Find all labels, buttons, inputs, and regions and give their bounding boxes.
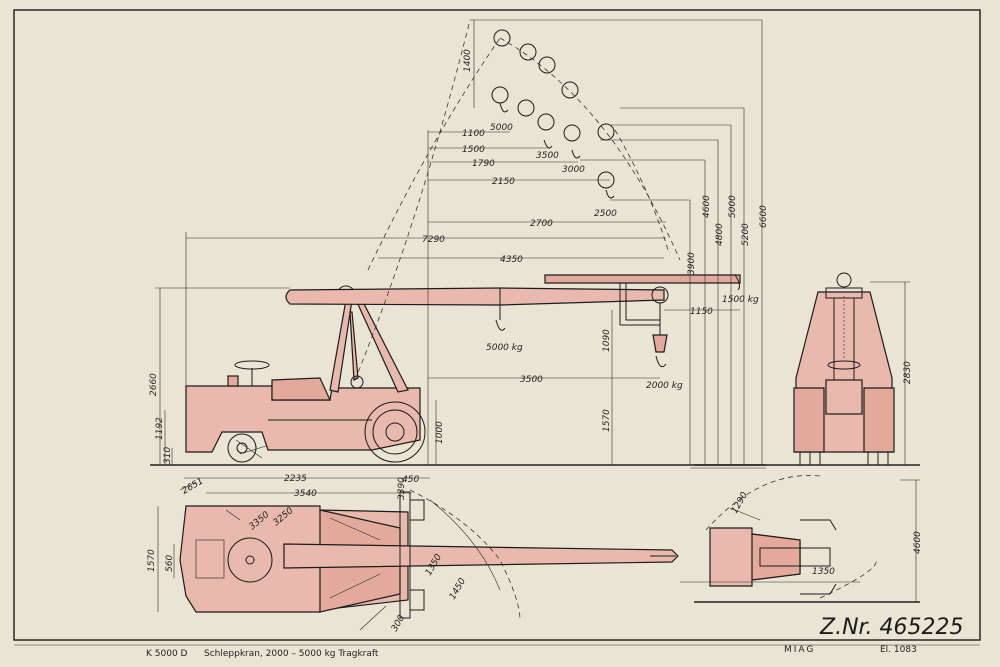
dim-1100: 1100 — [462, 129, 485, 139]
turning-view: 4600 1290 1350 — [680, 475, 923, 603]
dim-4350: 4350 — [500, 255, 523, 265]
dim-3390: 3390 — [397, 477, 407, 500]
hook-cap-3500: 3500 — [536, 151, 559, 161]
dim-4600-turn: 4600 — [913, 531, 923, 554]
dim-4800: 4800 — [715, 223, 725, 246]
drawing-border — [13, 9, 981, 641]
drawing-number: Z.Nr. 465225 — [819, 615, 964, 640]
dim-1350-turn: 1350 — [812, 567, 835, 577]
side-view: 7290 4350 3500 2700 2150 1790 1500 1100 … — [149, 19, 769, 469]
maker-name: MIAG — [784, 645, 815, 655]
dim-450: 450 — [402, 475, 419, 485]
dim-2235: 2235 — [284, 474, 307, 484]
load-5000kg: 5000 kg — [486, 343, 523, 353]
dim-5000: 5000 — [728, 195, 738, 218]
dim-1090: 1090 — [602, 329, 612, 352]
dim-7290: 7290 — [422, 235, 445, 245]
dim-1790: 1790 — [472, 159, 495, 169]
dim-2660: 2660 — [149, 373, 159, 396]
dim-3500: 3500 — [520, 375, 543, 385]
hook-cap-2500: 2500 — [594, 209, 617, 219]
model-code: K 5000 D — [146, 649, 188, 659]
dim-1570: 1570 — [602, 409, 612, 432]
sheet-reference: El. 1083 — [880, 645, 917, 655]
dim-3900: 3900 — [687, 252, 697, 275]
end-view: 2830 — [694, 272, 920, 466]
dim-1000: 1000 — [435, 421, 445, 444]
drawing-description: Schleppkran, 2000 – 5000 kg Tragkraft — [204, 649, 379, 659]
dim-310: 310 — [163, 447, 173, 464]
hook-cap-5000: 5000 — [490, 123, 513, 133]
hook-positions — [491, 29, 615, 199]
dim-1192: 1192 — [155, 417, 165, 440]
dim-5200: 5200 — [741, 223, 751, 246]
dim-2150: 2150 — [492, 177, 515, 187]
dim-1570-plan: 1570 — [147, 549, 157, 572]
load-2000kg: 2000 kg — [646, 381, 683, 391]
dim-3540: 3540 — [294, 489, 317, 499]
dim-560: 560 — [165, 555, 175, 572]
dim-1150: 1150 — [690, 307, 713, 317]
dim-2830: 2830 — [903, 361, 913, 384]
dim-1500: 1500 — [462, 145, 485, 155]
hook-cap-3000: 3000 — [562, 165, 585, 175]
plan-view: 2235 3540 450 2651 3390 3250 1570 560 14… — [147, 474, 679, 634]
dim-1400: 1400 — [463, 49, 473, 72]
load-1500kg: 1500 kg — [722, 295, 759, 305]
dim-2700: 2700 — [530, 219, 553, 229]
dim-6600: 6600 — [759, 205, 769, 228]
dim-4600: 4600 — [702, 195, 712, 218]
